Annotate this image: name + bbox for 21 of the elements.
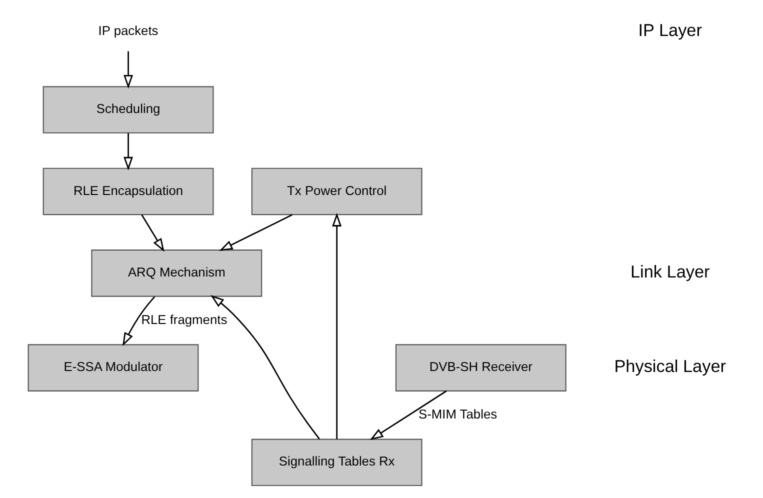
node-box: Scheduling	[42, 86, 214, 134]
node-box: RLE Encapsulation	[42, 168, 214, 216]
label: IP Layer	[638, 20, 702, 40]
node-box: DVB-SH Receiver	[394, 344, 566, 392]
edge-label: S-MIM Tables	[418, 406, 497, 422]
arrow	[123, 133, 133, 170]
arrow	[332, 212, 342, 440]
node-text: IP packets	[98, 23, 158, 38]
label: Link Layer	[630, 261, 710, 282]
node-box: E-SSA Modulator	[27, 344, 198, 392]
arrow	[218, 214, 292, 252]
arrow	[122, 296, 155, 346]
node-box: Tx Power Control	[250, 168, 422, 216]
arrow	[369, 390, 446, 440]
arrow	[210, 295, 320, 440]
arrow	[123, 51, 133, 89]
edge-label: RLE fragments	[140, 312, 227, 327]
node-box: Signalling Tables Rx	[250, 438, 422, 486]
label: Physical Layer	[614, 356, 726, 376]
node-box: ARQ Mechanism	[90, 250, 262, 297]
arrow	[140, 214, 164, 252]
